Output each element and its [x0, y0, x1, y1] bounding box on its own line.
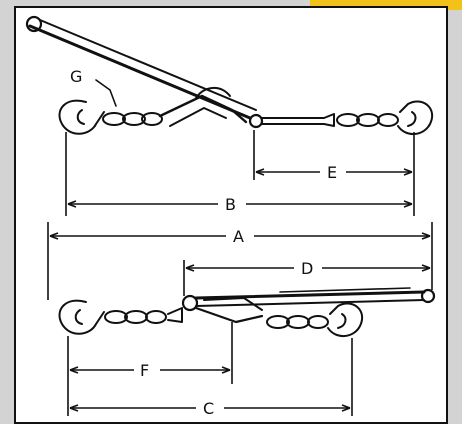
- top-left-hook: [58, 99, 105, 135]
- top-lever-handle: [28, 24, 252, 120]
- bottom-left-chain-link: [104, 310, 128, 324]
- top-right-chain-link: [336, 113, 360, 127]
- top-handle-end: [25, 15, 43, 33]
- g-indicator-line: [95, 79, 117, 107]
- top-pivot: [248, 113, 264, 129]
- diagram-sheet: [14, 6, 448, 424]
- label-d: D: [301, 259, 313, 278]
- top-right-rod: [261, 113, 335, 127]
- top-binder: [25, 15, 433, 135]
- top-right-hook: [397, 100, 433, 135]
- bottom-binder: [58, 287, 436, 337]
- dimension-labels: G E B A D F C: [70, 67, 337, 418]
- label-b: B: [225, 195, 236, 214]
- dimension-lines: [47, 130, 433, 416]
- bottom-pivot: [181, 294, 199, 312]
- bottom-right-chain-link: [266, 315, 290, 329]
- label-a: A: [233, 227, 244, 246]
- bottom-lever-handle: [194, 290, 426, 300]
- label-c: C: [203, 399, 214, 418]
- bottom-right-hook: [327, 302, 363, 337]
- label-f: F: [140, 361, 149, 380]
- yellow-accent-bar: [310, 0, 462, 10]
- bottom-handle-end: [420, 288, 436, 304]
- label-g: G: [70, 67, 82, 86]
- label-e: E: [327, 163, 337, 182]
- top-left-chain-link: [102, 112, 126, 126]
- bottom-left-hook: [58, 299, 105, 335]
